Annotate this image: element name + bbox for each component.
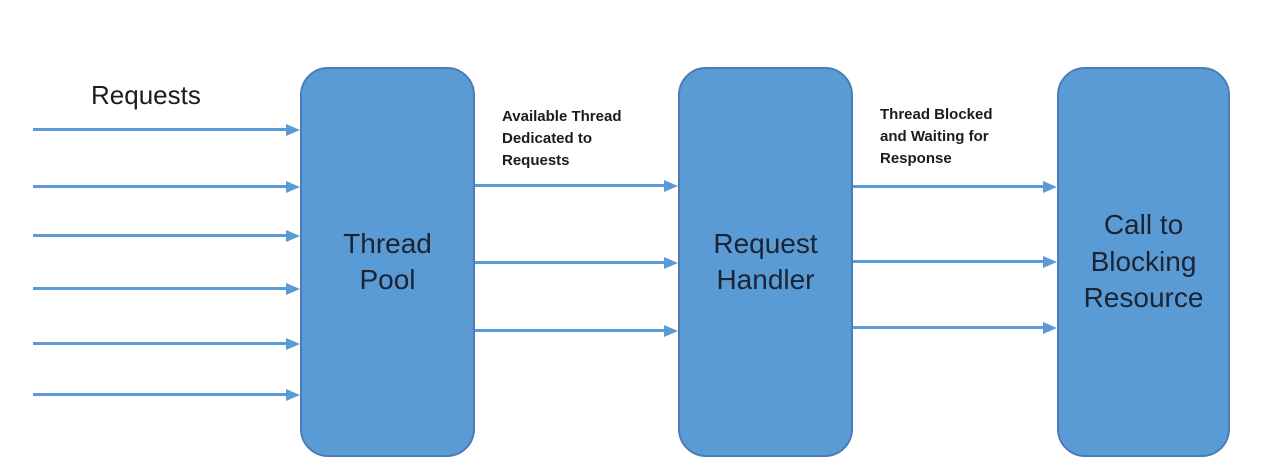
handler-to-resource-arrow xyxy=(853,180,1057,193)
pool-to-handler-arrow xyxy=(475,179,678,192)
thread-pool-node: Thread Pool xyxy=(300,67,475,457)
handler-to-resource-arrow xyxy=(853,255,1057,268)
available-thread-label: Available Thread Dedicated to Requests xyxy=(502,108,622,169)
request-arrow xyxy=(33,337,300,350)
request-arrow xyxy=(33,123,300,136)
pool-to-handler-arrow xyxy=(475,256,678,269)
handler-to-resource-arrow xyxy=(853,321,1057,334)
request-handler-node: Request Handler xyxy=(678,67,853,457)
requests-label: Requests xyxy=(91,80,201,110)
request-arrow xyxy=(33,180,300,193)
request-arrow xyxy=(33,388,300,401)
request-arrow xyxy=(33,282,300,295)
request-arrow xyxy=(33,229,300,242)
pool-to-handler-arrow xyxy=(475,324,678,337)
blocking-resource-node: Call to Blocking Resource xyxy=(1057,67,1230,457)
thread-blocked-label: Thread Blocked and Waiting for Response xyxy=(880,106,993,167)
